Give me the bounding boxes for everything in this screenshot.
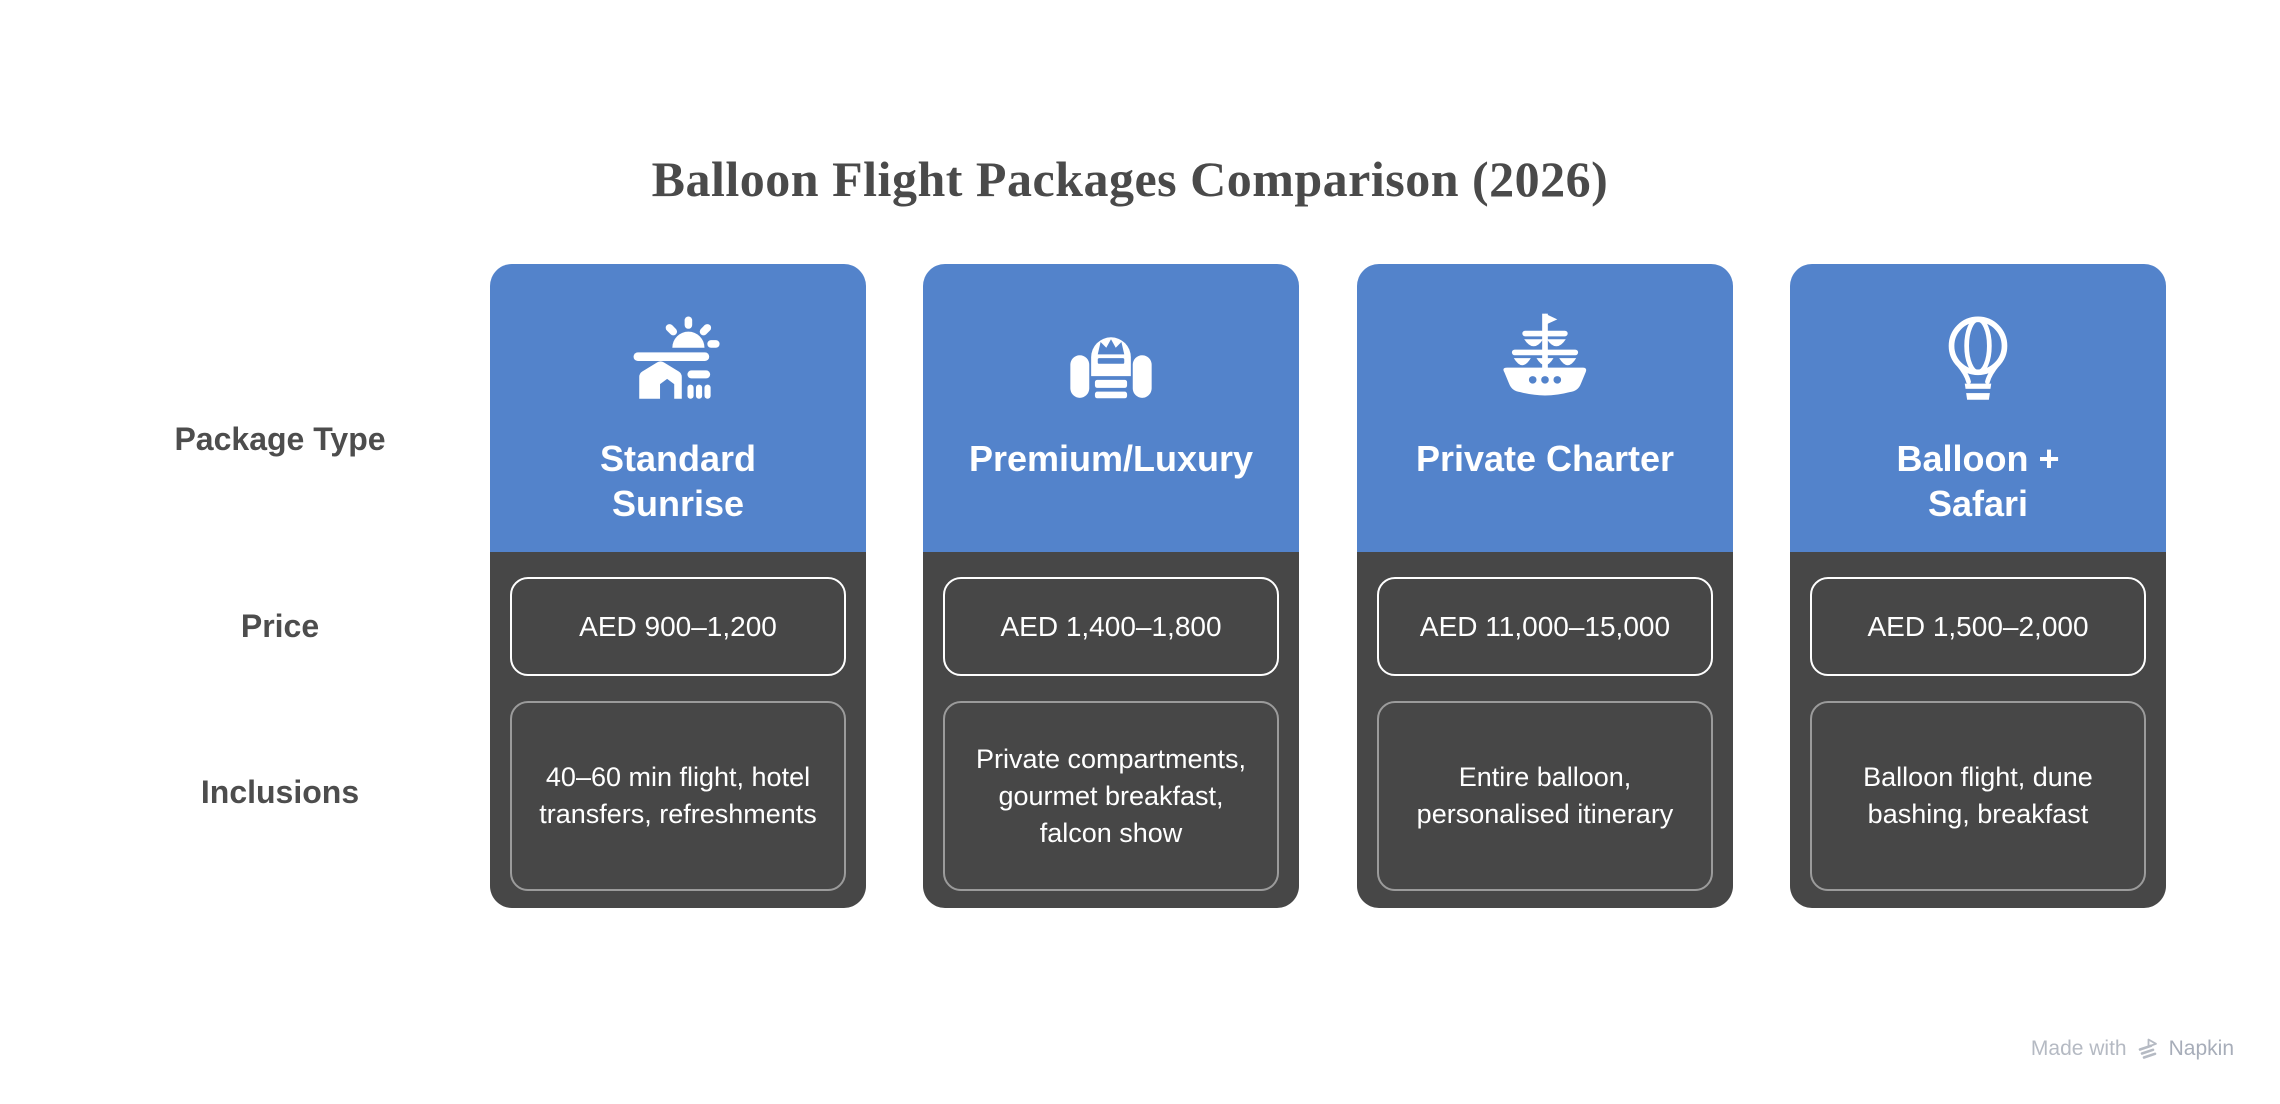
package-name: Balloon + Safari — [1896, 438, 2060, 524]
price-box: AED 900–1,200 — [510, 577, 846, 676]
galleon-ship-icon — [1493, 308, 1597, 412]
inclusions-value: 40–60 min flight, hotel transfers, refre… — [539, 762, 817, 829]
price-box: AED 1,400–1,800 — [943, 577, 1279, 676]
row-label-package-type: Package Type — [174, 421, 386, 457]
row-label-price: Price — [240, 608, 320, 644]
inclusions-value: Entire balloon, personalised itinerary — [1416, 762, 1674, 829]
sunrise-camp-icon — [626, 308, 730, 412]
made-with-label: Made with — [2030, 1037, 2127, 1060]
diagram-title: Balloon Flight Packages Comparison (2026… — [651, 151, 1609, 207]
package-card-standard-sunrise: Standard Sunrise AED 900–1,200 40–60 min… — [490, 264, 866, 908]
package-body: AED 1,400–1,800 Private compartments, go… — [923, 552, 1299, 908]
package-name: Premium/Luxury — [968, 438, 1254, 479]
napkin-watermark[interactable]: Made with Napkin — [2031, 1034, 2234, 1064]
price-value: AED 1,500–2,000 — [1867, 610, 2089, 642]
price-box: AED 11,000–15,000 — [1377, 577, 1713, 676]
price-box: AED 1,500–2,000 — [1810, 577, 2146, 676]
napkin-logo-icon — [2138, 1038, 2157, 1059]
package-body: AED 1,500–2,000 Balloon flight, dune bas… — [1790, 552, 2166, 908]
package-header: Standard Sunrise — [490, 264, 866, 552]
row-label-inclusions: Inclusions — [200, 774, 360, 810]
price-value: AED 900–1,200 — [579, 610, 777, 642]
package-name: Private Charter — [1415, 438, 1675, 479]
price-value: AED 1,400–1,800 — [1000, 610, 1222, 642]
hot-air-balloon-icon — [1926, 308, 2030, 412]
inclusions-box: Private compartments, gourmet breakfast,… — [943, 701, 1279, 891]
package-name: Standard Sunrise — [599, 438, 757, 524]
inclusions-box: Balloon flight, dune bashing, breakfast — [1810, 701, 2146, 891]
package-card-premium-luxury: Premium/Luxury AED 1,400–1,800 Private c… — [923, 264, 1299, 908]
package-body: AED 900–1,200 40–60 min flight, hotel tr… — [490, 552, 866, 908]
package-header: Balloon + Safari — [1790, 264, 2166, 552]
package-header: Private Charter — [1357, 264, 1733, 552]
package-body: AED 11,000–15,000 Entire balloon, person… — [1357, 552, 1733, 908]
inclusions-value: Private compartments, gourmet breakfast,… — [975, 743, 1247, 848]
inclusions-value: Balloon flight, dune bashing, breakfast — [1863, 762, 2093, 829]
package-card-balloon-safari: Balloon + Safari AED 1,500–2,000 Balloon… — [1790, 264, 2166, 908]
package-header: Premium/Luxury — [923, 264, 1299, 552]
throne-crown-icon — [1059, 308, 1163, 412]
inclusions-box: 40–60 min flight, hotel transfers, refre… — [510, 701, 846, 891]
inclusions-box: Entire balloon, personalised itinerary — [1377, 701, 1713, 891]
package-card-private-charter: Private Charter AED 11,000–15,000 Entire… — [1357, 264, 1733, 908]
price-value: AED 11,000–15,000 — [1419, 610, 1671, 642]
brand-label: Napkin — [2168, 1037, 2234, 1060]
